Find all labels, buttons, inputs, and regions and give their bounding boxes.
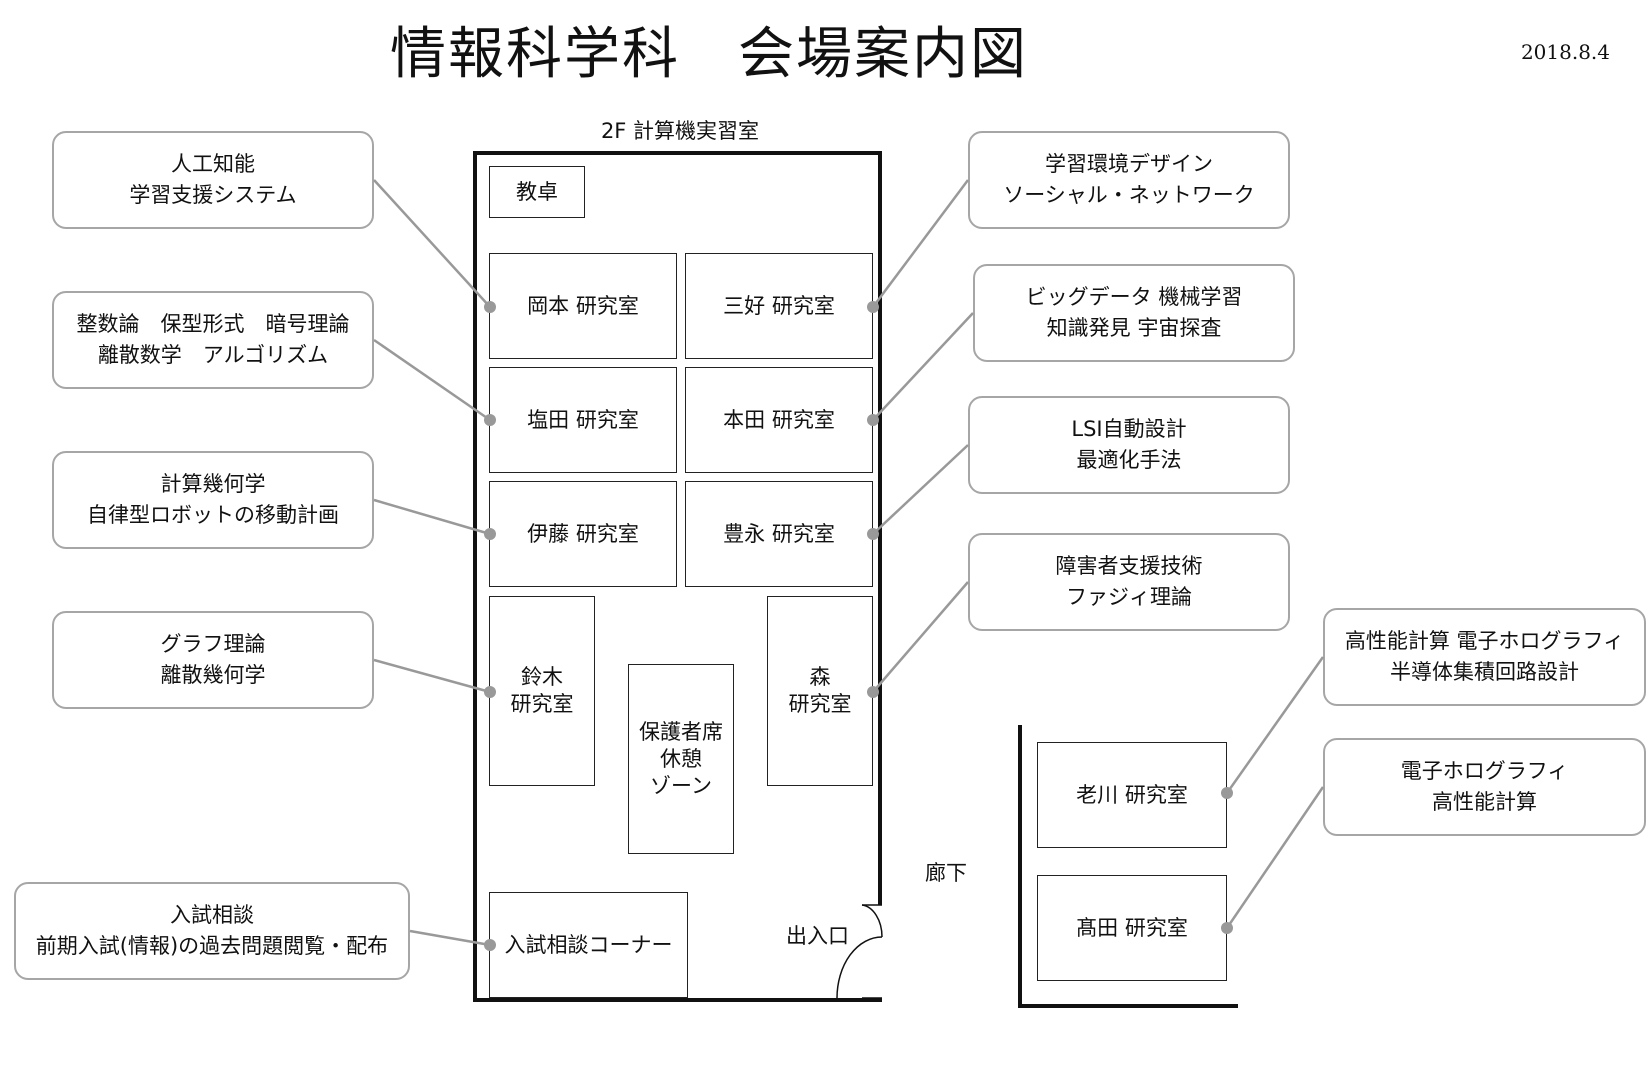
room-ito: 伊藤 研究室 <box>489 481 677 587</box>
note-toyonaga: LSI自動設計 最適化手法 <box>968 396 1290 494</box>
guardian-rest-zone: 保護者席 休憩 ゾーン <box>628 664 734 854</box>
note-shioda: 整数論 保型形式 暗号理論 離散数学 アルゴリズム <box>52 291 374 389</box>
note-honda: ビッグデータ 機械学習 知識発見 宇宙探査 <box>973 264 1295 362</box>
note-mori: 障害者支援技術 ファジィ理論 <box>968 533 1290 631</box>
computer-lab-room <box>473 151 882 1002</box>
note-line: グラフ理論 <box>160 632 266 656</box>
hallway-label: 廊下 <box>925 861 967 885</box>
room-caption: 2F 計算機実習室 <box>600 119 760 143</box>
note-okamoto: 人工知能 学習支援システム <box>52 131 374 229</box>
room-toyonaga: 豊永 研究室 <box>685 481 873 587</box>
note-suzuki: グラフ理論 離散幾何学 <box>52 611 374 709</box>
note-line: 計算幾何学 <box>160 472 266 496</box>
room-takada: 髙田 研究室 <box>1037 875 1227 981</box>
note-line: 知識発見 宇宙探査 <box>1046 316 1222 340</box>
note-line: 電子ホログラフィ <box>1400 759 1569 783</box>
note-line: ファジィ理論 <box>1066 585 1192 609</box>
note-line: 障害者支援技術 <box>1055 554 1203 578</box>
note-ito: 計算幾何学 自律型ロボットの移動計画 <box>52 451 374 549</box>
connector-miyoshi <box>871 179 970 308</box>
note-line: 高性能計算 <box>1432 790 1537 814</box>
connector-mori <box>872 581 969 693</box>
connector-honda <box>872 312 974 421</box>
connector-takada <box>1225 786 1325 929</box>
note-line: 自律型ロボットの移動計画 <box>87 503 339 527</box>
note-takada: 電子ホログラフィ 高性能計算 <box>1323 738 1646 836</box>
note-line: 半導体集積回路設計 <box>1390 660 1579 684</box>
date-label: 2018.8.4 <box>1520 40 1610 64</box>
note-line: ソーシャル・ネットワーク <box>1003 183 1255 207</box>
note-line: ビッグデータ 機械学習 <box>1025 285 1243 309</box>
note-oikawa: 高性能計算 電子ホログラフィ 半導体集積回路設計 <box>1323 608 1646 706</box>
note-line: LSI自動設計 <box>1071 417 1187 441</box>
admission-consult-corner: 入試相談コーナー <box>489 892 688 998</box>
note-line: 学習支援システム <box>129 183 297 207</box>
room-honda: 本田 研究室 <box>685 367 873 473</box>
note-admission: 入試相談 前期入試(情報)の過去問題閲覧・配布 <box>14 882 410 980</box>
note-line: 離散幾何学 <box>160 663 266 687</box>
note-line: 高性能計算 電子ホログラフィ <box>1344 629 1625 653</box>
room-suzuki: 鈴木 研究室 <box>489 596 595 786</box>
room-oikawa: 老川 研究室 <box>1037 742 1227 848</box>
connector-toyonaga <box>872 444 969 535</box>
room-miyoshi: 三好 研究室 <box>685 253 873 359</box>
note-line: 最適化手法 <box>1076 448 1182 472</box>
room-shioda: 塩田 研究室 <box>489 367 677 473</box>
room-mori: 森 研究室 <box>767 596 873 786</box>
connector-oikawa <box>1225 656 1325 794</box>
note-line: 入試相談 <box>170 903 254 927</box>
teacher-desk: 教卓 <box>489 166 585 218</box>
note-line: 整数論 保型形式 暗号理論 <box>76 312 350 336</box>
note-line: 学習環境デザイン <box>1045 152 1213 176</box>
page-title: 情報科学科 会場案内図 <box>390 22 1028 87</box>
note-line: 前期入試(情報)の過去問題閲覧・配布 <box>35 934 389 958</box>
entrance-label: 出入口 <box>786 924 849 948</box>
note-line: 離散数学 アルゴリズム <box>97 343 329 367</box>
room-okamoto: 岡本 研究室 <box>489 253 677 359</box>
note-miyoshi: 学習環境デザイン ソーシャル・ネットワーク <box>968 131 1290 229</box>
note-line: 人工知能 <box>171 152 255 176</box>
